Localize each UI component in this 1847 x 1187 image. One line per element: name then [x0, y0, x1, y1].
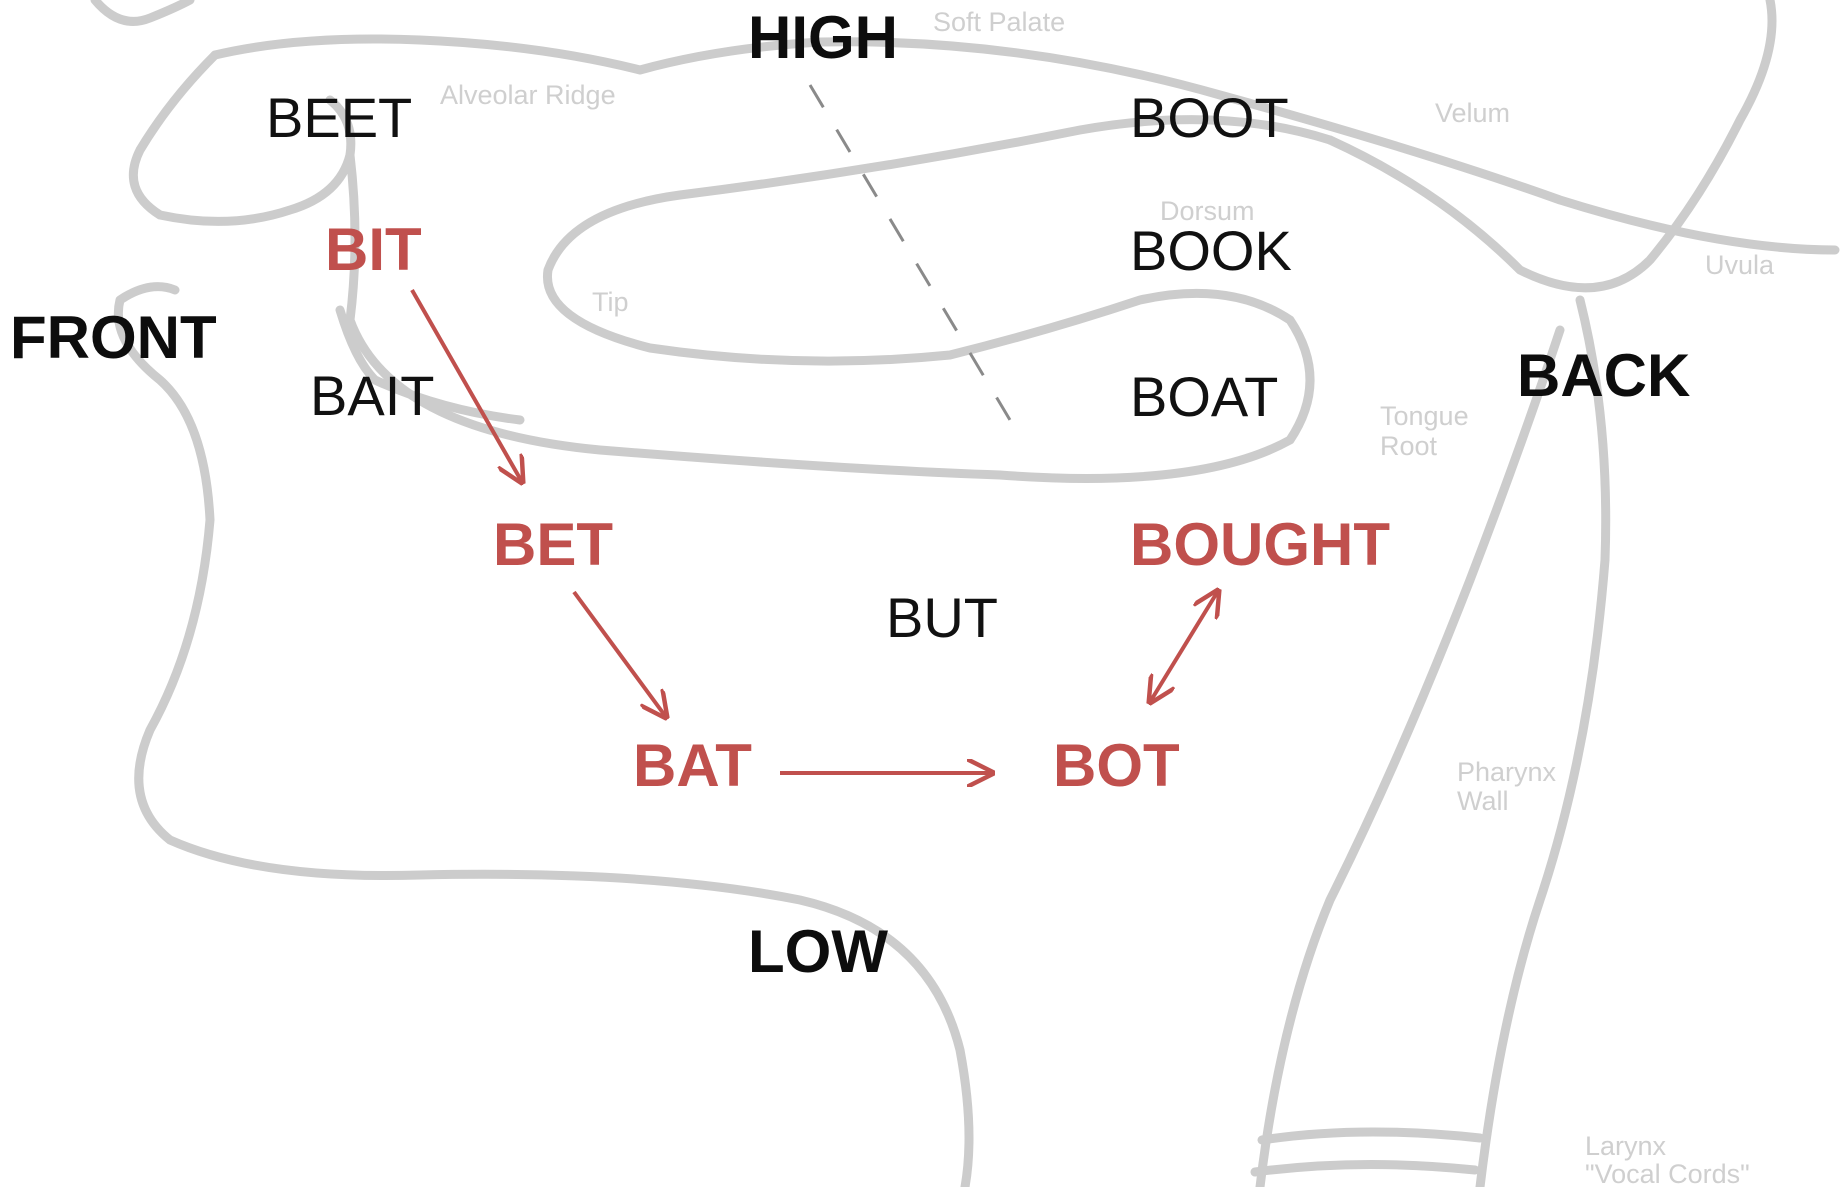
vowel-shift-arrows — [410, 289, 1218, 773]
anatomy-label-dorsum: Dorsum — [1160, 196, 1255, 226]
anatomy-label-tongue: Tongue — [1380, 401, 1469, 431]
uvula-outline — [1325, 0, 1777, 293]
vowel-book: BOOK — [1130, 219, 1292, 282]
anatomy-label-pharynx: Pharynx — [1457, 757, 1557, 787]
vowel-boot: BOOT — [1130, 86, 1289, 149]
vowel-beet: BEET — [266, 86, 412, 149]
arrow-bet-to-bat — [572, 590, 666, 717]
lower-lip-outline — [113, 282, 974, 1187]
vowel-bot: BOT — [1053, 732, 1180, 799]
anatomy-labels: Soft Palate Alveolar Ridge Velum Dorsum … — [440, 7, 1775, 1187]
vocal-tract-outline — [90, 0, 1840, 1187]
anatomy-label-tip: Tip — [592, 287, 629, 317]
larynx-outline-bottom — [1250, 1159, 1480, 1177]
palate-outline — [210, 34, 1840, 255]
axis-label-back: BACK — [1517, 342, 1690, 409]
anatomy-label-uvula: Uvula — [1705, 250, 1775, 280]
anatomy-label-velum: Velum — [1435, 98, 1510, 128]
upper-lip-outline — [90, 0, 195, 26]
axis-label-low: LOW — [748, 918, 888, 985]
tongue-outline — [345, 115, 1335, 483]
anatomy-label-soft-palate: Soft Palate — [933, 7, 1065, 37]
lower-teeth-outline — [335, 305, 525, 425]
vowel-but: BUT — [886, 586, 998, 649]
anatomy-label-alveolar-ridge: Alveolar Ridge — [440, 80, 616, 110]
axis-labels: HIGH FRONT BACK LOW — [10, 4, 1690, 985]
vowel-boat: BOAT — [1130, 365, 1278, 428]
axis-label-front: FRONT — [10, 304, 217, 371]
axis-label-high: HIGH — [748, 4, 898, 71]
vowel-bit: BIT — [325, 216, 422, 283]
anatomy-label-vocal-cords: "Vocal Cords" — [1585, 1159, 1750, 1187]
anatomy-label-larynx: Larynx — [1585, 1131, 1667, 1161]
anatomy-label-root: Root — [1380, 431, 1438, 461]
arrow-bit-to-bet — [410, 289, 522, 482]
larynx-outline-top — [1257, 1127, 1485, 1145]
anatomy-label-wall: Wall — [1457, 786, 1509, 816]
vowel-boundary-dashed-line — [808, 84, 1012, 421]
vowel-bought: BOUGHT — [1130, 511, 1390, 578]
vowel-bait: BAIT — [310, 364, 434, 427]
back-wall-outline — [1475, 295, 1611, 1187]
vowel-words: BEET BIT BAIT BET BAT BUT BOT BOUGHT BOA… — [266, 86, 1390, 799]
vowel-bet: BET — [493, 511, 613, 578]
vowel-bat: BAT — [633, 732, 752, 799]
pharynx-front-outline — [1255, 325, 1565, 1187]
arrow-bot-bought-bidirectional — [1150, 591, 1218, 702]
